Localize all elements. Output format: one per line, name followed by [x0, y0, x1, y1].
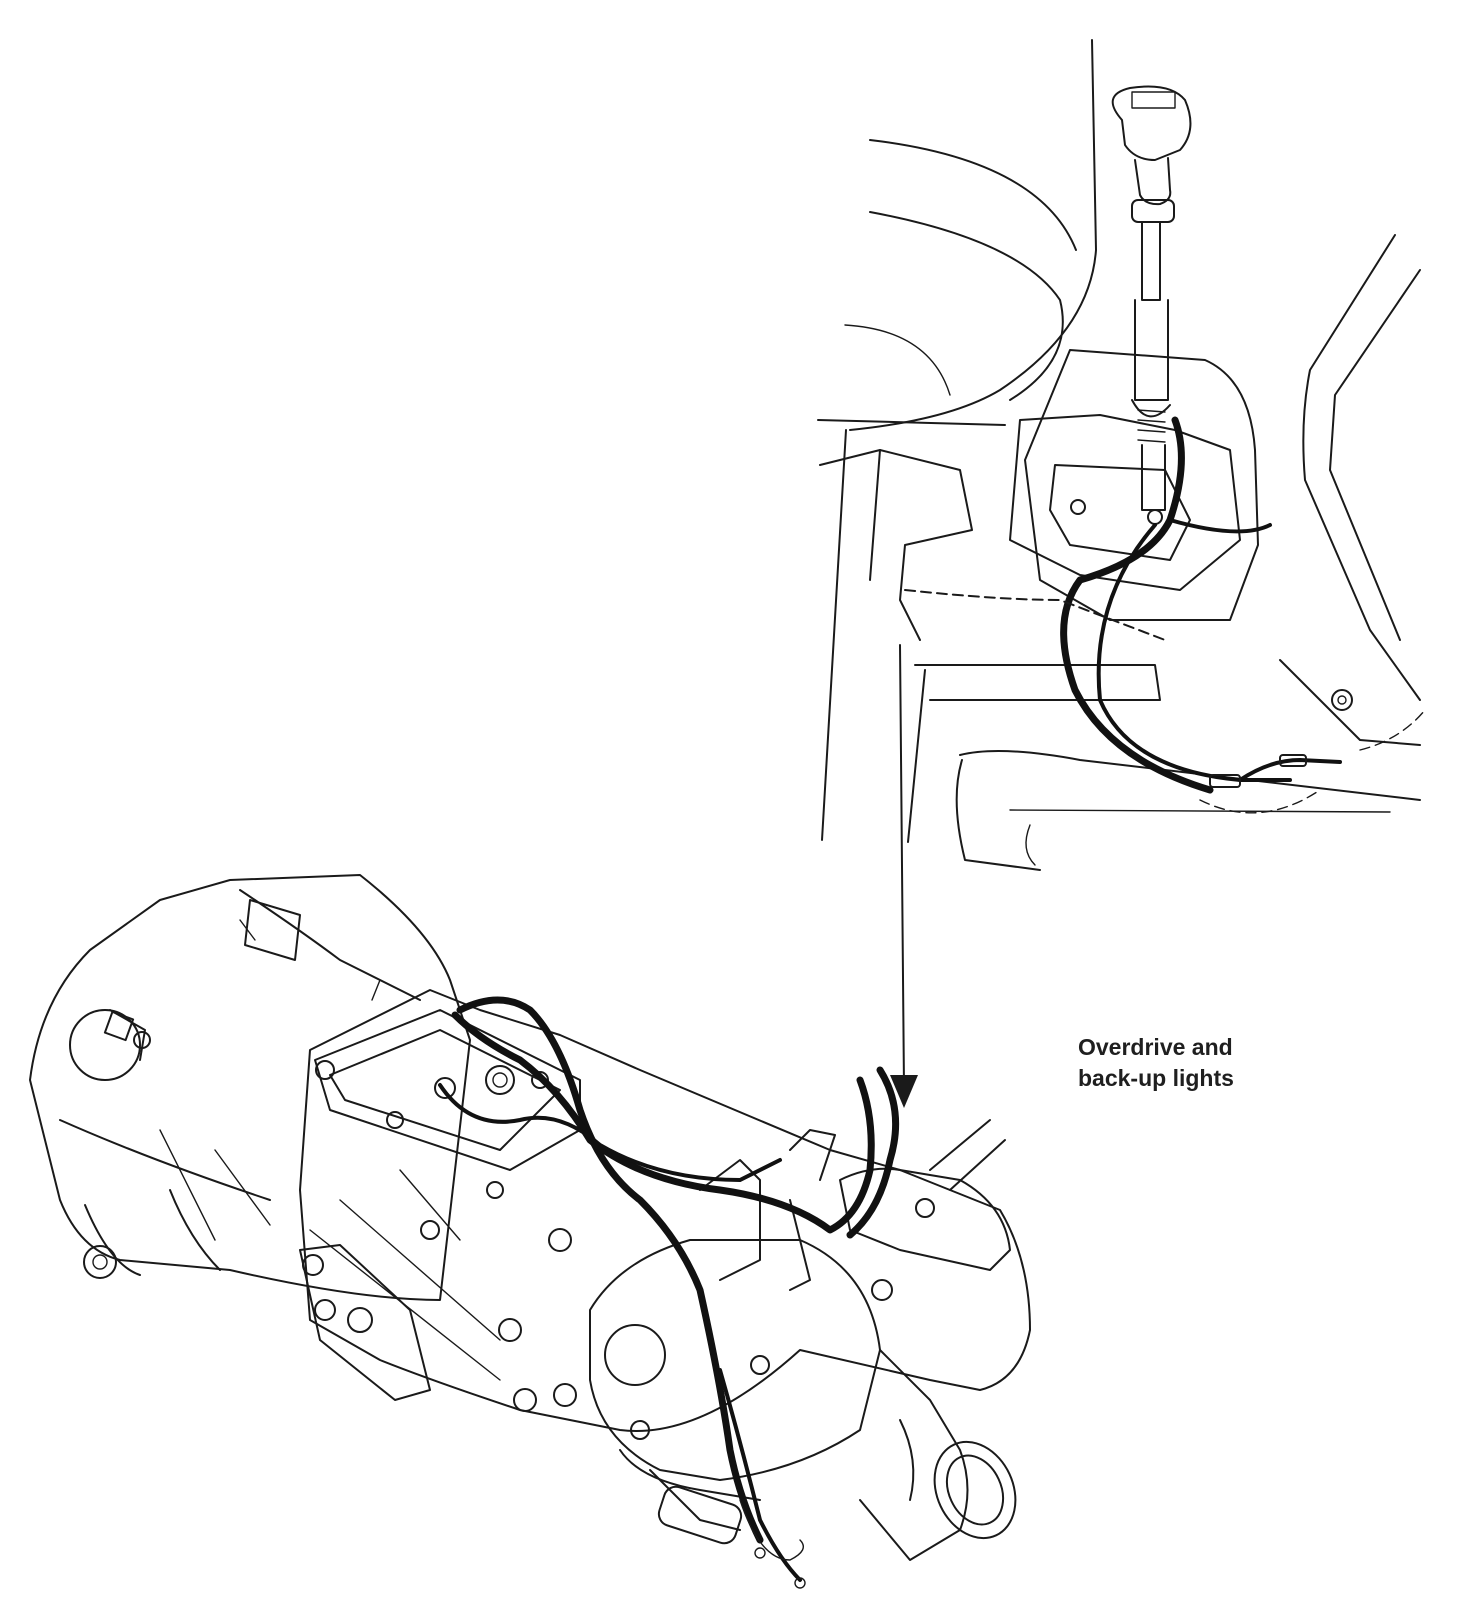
callout-arrow — [890, 644, 918, 1108]
transmission-assembly — [29, 874, 1031, 1589]
overdrive-backup-lights-label: Overdrive and back-up lights — [1078, 1034, 1234, 1091]
shifter-inset — [817, 39, 1426, 871]
